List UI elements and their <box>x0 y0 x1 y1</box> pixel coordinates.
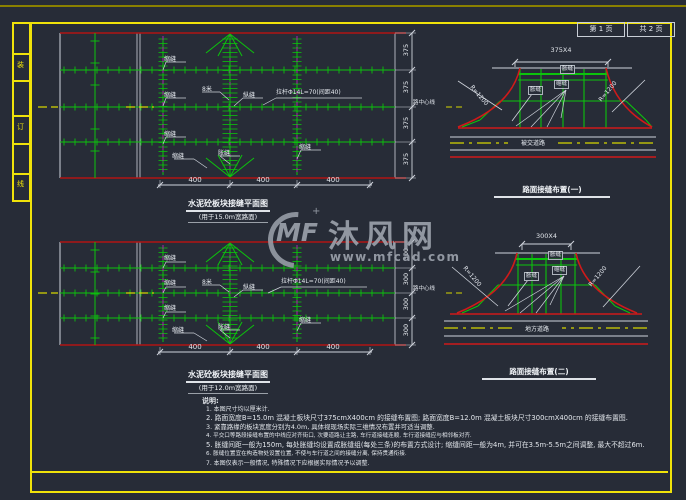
joint-label: 胀缝 <box>218 324 231 331</box>
joint-box-label: 缩缝 <box>554 80 570 89</box>
plan15-dim-400: 400 <box>188 176 202 184</box>
plan12-dim-300: 300 <box>402 297 410 311</box>
note-line: 5. 胀缝间距一般为150m, 每处胀缝均设置成胀缝组(每处三条)的布置方式设计… <box>206 441 645 449</box>
plan15-title: 水泥砼板块接缝平面图 <box>186 198 270 212</box>
plan15-dim-375: 375 <box>402 152 410 166</box>
plan12-dim-400: 400 <box>326 343 340 351</box>
joint-label: 缩缝 <box>164 131 177 138</box>
binding-mark: 订 <box>17 123 24 131</box>
sheet-top-rule <box>0 5 686 7</box>
joint-label: 缩缝 <box>172 153 185 160</box>
joint-label: 胀缝 <box>218 150 231 157</box>
joint-label: 8米 <box>202 86 212 93</box>
plan15-centerline-label: 路中心线 <box>413 100 436 106</box>
plan12-dim-400: 400 <box>256 343 270 351</box>
joint-box-label: 胀缝 <box>560 65 576 74</box>
section2-title: 路面接缝布置(二) <box>482 366 596 380</box>
note-line: 7. 本图仅表示一般情况, 特殊情况下应根据实际情况予以调整. <box>206 460 370 467</box>
joint-label: 缩缝 <box>164 305 177 312</box>
watermark-logo-text: MF <box>276 218 318 247</box>
note-line: 4. 平交口等路段接缝布置的中线应对齐街口, 次要道路让主路, 车行道接缝连顺,… <box>206 433 472 439</box>
plan15-dim-375: 375 <box>402 80 410 94</box>
binding-cell-line <box>12 143 31 145</box>
plan15-dim-400: 400 <box>256 176 270 184</box>
section2-top-dim: 300X4 <box>536 232 557 240</box>
plan15-dim-375: 375 <box>402 43 410 57</box>
note-line: 6. 胀缝位置宜在构造物处设置位置, 不使与车行道之间的接缝分离, 保持贯通衔接… <box>206 451 407 457</box>
plan15-dim-375: 375 <box>402 116 410 130</box>
page-number-box: 第 1 页 <box>577 22 625 37</box>
binding-mark: 装 <box>17 61 24 69</box>
joint-box-label: 胀缝 <box>548 251 564 260</box>
binding-cell-line <box>12 80 31 82</box>
plan12-title: 水泥砼板块接缝平面图 <box>186 369 270 383</box>
frame-bottom-divider <box>32 471 668 473</box>
page-total-box: 共 2 页 <box>627 22 675 37</box>
drawing-frame <box>30 22 672 493</box>
binding-mark: 线 <box>17 180 24 188</box>
joint-box-label: 缩缝 <box>552 266 568 275</box>
binding-cell-line <box>12 115 31 117</box>
joint-box-label: 胀缝 <box>528 86 544 95</box>
plan15-dim-400: 400 <box>326 176 340 184</box>
notes-heading: 说明: <box>202 397 219 405</box>
joint-box-label: 胀缝 <box>524 272 540 281</box>
plan12-dim-300: 300 <box>402 272 410 286</box>
plan12-centerline-label: 路中心线 <box>413 286 436 292</box>
watermark-site-url: www.mfcad.com <box>330 250 461 264</box>
section1-top-dim: 375X4 <box>550 46 572 54</box>
joint-label: 8米 <box>202 279 212 286</box>
plan12-dowel-note: 拉杆Φ14L=70(间距40) <box>281 278 346 285</box>
note-line: 3. 紧靠路缘的板块宽度分别为4.0m, 具体视现场实际三维情况布置并可适当调整… <box>206 423 435 431</box>
plan12-dim-400: 400 <box>188 343 202 351</box>
joint-label: 缩缝 <box>164 56 177 63</box>
note-line: 2. 路面宽度B=15.0m 混凝土板块尺寸375cmX400cm 的接缝布置图… <box>206 414 628 422</box>
joint-label: 缩缝 <box>164 92 177 99</box>
watermark-star-icon: + <box>312 206 321 217</box>
binding-cell-line <box>12 173 31 175</box>
plan15-dowel-note: 拉杆Φ14L=70(间距40) <box>276 89 341 96</box>
joint-label: 缩缝 <box>172 327 185 334</box>
watermark-site-name: 沐风网 <box>328 219 439 255</box>
joint-label: 缩缝 <box>299 144 312 151</box>
joint-label: 纵缝 <box>243 92 256 99</box>
section1-title: 路面接缝布置(一) <box>494 184 610 198</box>
binding-strip <box>12 22 31 202</box>
note-line: 1. 本图尺寸均以厘米计. <box>206 406 270 413</box>
plan12-subtitle: (用于12.0m宽路面) <box>188 382 268 394</box>
joint-label: 纵缝 <box>243 284 256 291</box>
joint-label: 缩缝 <box>164 255 177 262</box>
section1-road-label: 被交道路 <box>508 138 558 147</box>
joint-label: 缩缝 <box>299 317 312 324</box>
section2-road-label: 地方道路 <box>512 324 562 333</box>
plan12-dim-300: 300 <box>402 323 410 337</box>
binding-cell-line <box>12 53 31 55</box>
joint-label: 缩缝 <box>164 280 177 287</box>
plan15-subtitle: (用于15.0m宽路面) <box>188 211 268 223</box>
